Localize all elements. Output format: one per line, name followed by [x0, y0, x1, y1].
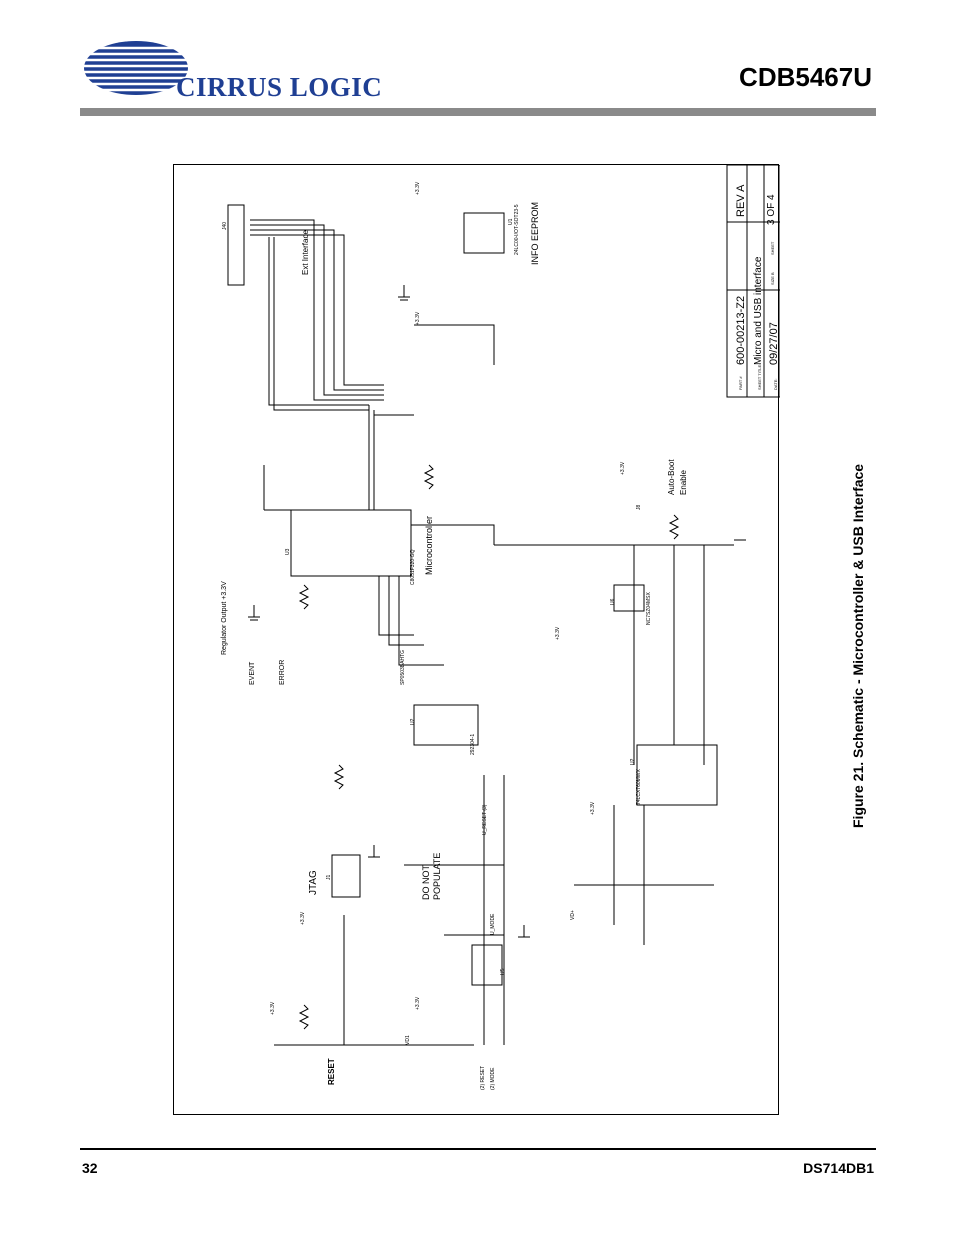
power-vd-plus: VD+ [570, 910, 576, 920]
u1-designator: U1 [508, 218, 514, 225]
j8-designator: J8 [636, 505, 642, 511]
u3-designator: U3 [285, 548, 291, 555]
net-u-reset: U_RESET (3) [482, 804, 488, 835]
sheet-label: SHEET [770, 241, 775, 255]
net-reset: (2) RESET [480, 1066, 486, 1090]
part-label: PART # [738, 376, 743, 390]
power-v33-3: +3.3V [555, 626, 561, 640]
j40-header [227, 204, 245, 286]
microcontroller-label: Microcontroller [424, 516, 434, 575]
company-name: CIRRUS LOGIC [176, 72, 383, 102]
info-eeprom-label: INFO EEPROM [530, 202, 540, 265]
reset-label: RESET [327, 1058, 336, 1085]
size-label: SIZE B [770, 272, 775, 285]
event-label: EVENT [249, 661, 256, 685]
j1-designator: J1 [326, 875, 332, 881]
date: 09/27/07 [768, 322, 780, 365]
page-number: 32 [82, 1160, 98, 1176]
j40-designator: J40 [222, 222, 228, 230]
u2-usb-designator: U2 [410, 718, 416, 725]
auto-boot-label: Auto-Boot [667, 459, 676, 495]
schematic-frame: PART # 600-00213-Z2 REV A SHEET TITLE: M… [173, 164, 781, 1115]
u1-body [463, 212, 505, 254]
power-v33-8: +3.3V [270, 1001, 276, 1015]
u6-part-number: NC7SZ04MSX [646, 592, 652, 625]
sheet-number: 3 OF 4 [766, 194, 777, 225]
sheet-title-label: SHEET TITLE: [757, 364, 762, 390]
do-not-label: DO NOT [421, 864, 431, 900]
u6-designator: U6 [610, 598, 616, 605]
ext-interface-label: Ext Interface [301, 230, 310, 275]
title-block-text: PART # 600-00213-Z2 REV A SHEET TITLE: M… [735, 184, 780, 390]
part-number: 600-00213-Z2 [735, 296, 747, 365]
u1-part-number: 24LC00-I/OT-SOT23-5 [514, 204, 520, 255]
cirrus-logic-logo [78, 41, 198, 95]
schematic-drawing: PART # 600-00213-Z2 REV A SHEET TITLE: M… [221, 164, 781, 1090]
figure-caption: Figure 21. Schematic - Microcontroller &… [850, 463, 866, 828]
power-v33-4: +3.3V [620, 461, 626, 475]
document-id: DS714DB1 [803, 1160, 874, 1176]
tvs-part-number: SP0503BAHTG [400, 650, 406, 685]
usb-connector-body [413, 704, 479, 746]
net-mode: (2) MODE [490, 1067, 496, 1090]
power-v33-2: +3.3V [415, 311, 421, 325]
svg-text:PART #: PART # [738, 376, 743, 390]
jtag-label: JTAG [308, 870, 319, 895]
footer-rule [80, 1148, 876, 1150]
revision: REV A [735, 184, 747, 217]
date-label: DATE: [773, 379, 778, 390]
power-v33-6: +3.3V [415, 996, 421, 1010]
u5-designator: U5 [500, 968, 506, 975]
u2-body [636, 744, 718, 806]
power-vd1: VD1 [405, 1035, 411, 1045]
u5-body [471, 944, 503, 986]
u2-designator: U2 [630, 758, 636, 765]
enable-label: Enable [679, 470, 688, 495]
error-label: ERROR [279, 660, 286, 685]
u3-body [290, 509, 412, 577]
net-u-mode: U_MODE [490, 913, 496, 935]
power-v33-7: +3.3V [300, 911, 306, 925]
u3-part-number: C8051F320-GQ [410, 549, 416, 585]
u2-part-number: 74LCX760MWX [636, 768, 642, 805]
regulator-label: Regulator Output +3.3V [221, 581, 228, 655]
power-v33-1: +3.3V [415, 181, 421, 195]
populate-label: POPULATE [432, 853, 442, 900]
header-rule [80, 108, 876, 116]
usb-part-number: 292304-1 [470, 734, 476, 755]
power-v33-5: +3.3V [590, 801, 596, 815]
u6-body [613, 584, 645, 612]
document-title: CDB5467U [739, 62, 872, 92]
jtag-header [331, 854, 361, 898]
sheet-title: Micro and USB interface [753, 256, 764, 365]
